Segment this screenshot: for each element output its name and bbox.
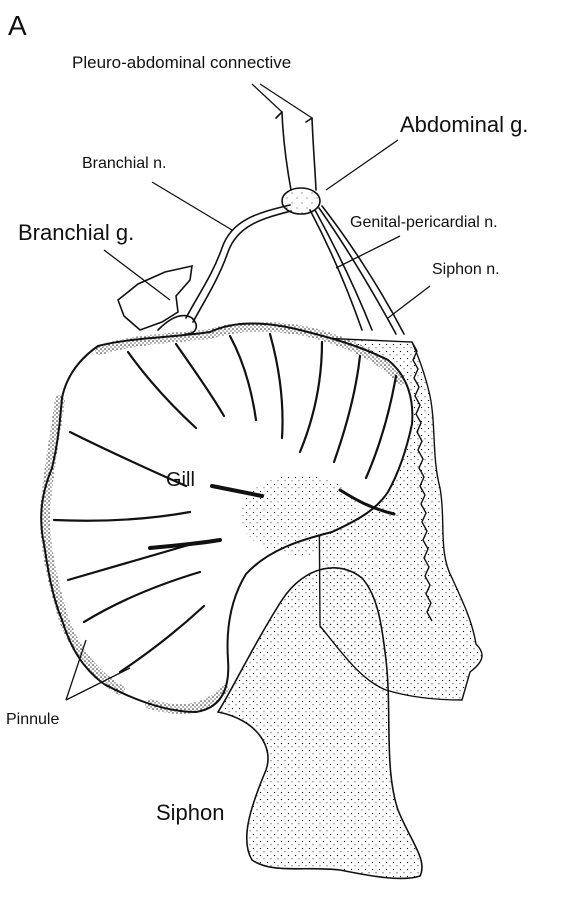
pleuro-abdominal-label: Pleuro-abdominal connective xyxy=(72,54,291,71)
pleuro-abdominal-connective xyxy=(282,112,291,190)
panel-letter: A xyxy=(8,12,27,40)
branchial-nerve xyxy=(186,205,290,318)
pinnule-label: Pinnule xyxy=(6,712,59,728)
abdominal-ganglion-label: Abdominal g. xyxy=(400,114,528,136)
gill-label: Gill xyxy=(166,470,195,490)
branchial-nerve-label: Branchial n. xyxy=(82,156,167,172)
pleuro-abdominal-connective-2 xyxy=(312,118,316,190)
siphon-nerve-label: Siphon n. xyxy=(432,262,500,278)
branchial-ganglion-label: Branchial g. xyxy=(18,222,134,244)
siphon-label: Siphon xyxy=(156,802,225,824)
branchial-ganglion-tissue xyxy=(118,266,192,330)
abdominal-ganglion xyxy=(282,188,320,214)
genital-pericardial-label: Genital-pericardial n. xyxy=(350,215,498,231)
gill-center-stipple xyxy=(240,475,360,555)
